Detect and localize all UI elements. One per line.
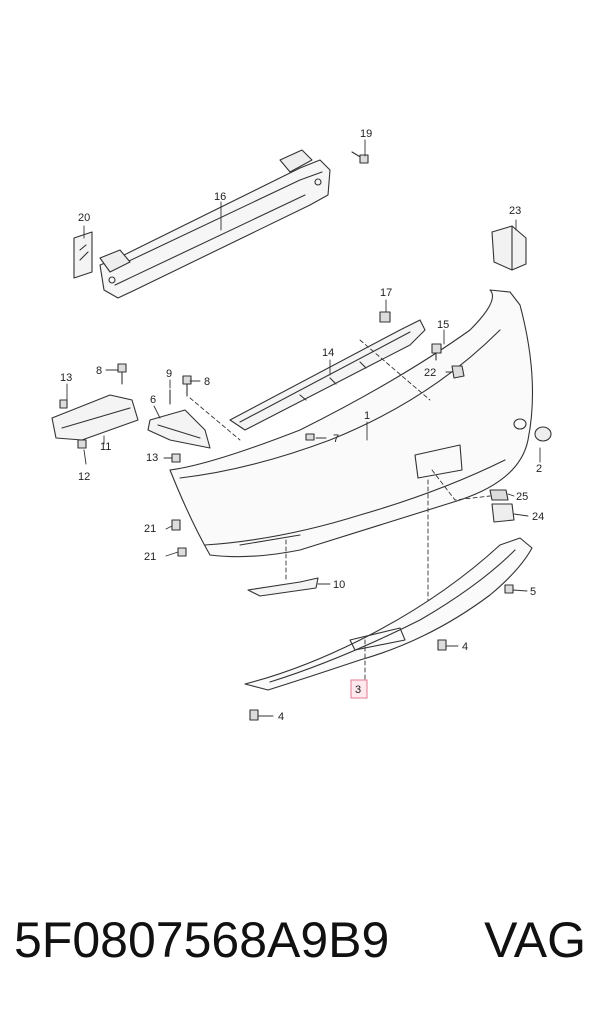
parts-diagram: 16 19 20 23 17 15 14 22 1 2 13 8 9 8 6 7…	[51, 128, 552, 723]
screw-8b-part	[182, 375, 192, 397]
cap-23-part	[491, 225, 527, 271]
clip-13-part	[59, 399, 68, 409]
callout-17: 17	[380, 287, 392, 299]
clip-25-part	[489, 489, 509, 501]
screw-8-part	[117, 363, 127, 385]
callout-22: 22	[424, 367, 436, 379]
callout-3: 3	[355, 684, 361, 696]
plug-2-part	[534, 426, 552, 442]
highlight-box-3	[350, 679, 368, 699]
callout-19: 19	[360, 128, 372, 140]
lower-spoiler-part	[244, 537, 533, 691]
callout-12: 12	[78, 471, 90, 483]
bracket-11-part	[51, 394, 139, 441]
callout-15: 14	[322, 347, 334, 359]
leader-lines	[189, 339, 491, 683]
callout-11: 11	[100, 441, 111, 453]
callout-8a: 8	[96, 365, 102, 377]
bolt-4b-part	[249, 709, 259, 721]
callout-9: 9	[166, 368, 172, 380]
reflector-strip-part	[247, 577, 319, 597]
clip-17-part	[379, 311, 391, 323]
callout-18: 16	[214, 191, 226, 203]
callout-25: 25	[516, 491, 528, 503]
bracket-24-part	[491, 503, 515, 523]
clip-14-part	[171, 453, 181, 463]
clip-22-part	[451, 365, 465, 379]
bracket-6-part	[147, 409, 211, 449]
callout-20: 20	[78, 212, 90, 224]
screw-21b-part	[177, 547, 187, 557]
callout-14: 13	[146, 452, 158, 464]
reinforcement-beam-part	[99, 149, 331, 299]
callout-4b: 4	[278, 711, 284, 723]
callout-16: 15	[437, 319, 449, 331]
bolt-5-part	[504, 584, 514, 594]
label-sticker-part	[73, 231, 93, 279]
callout-23: 23	[509, 205, 521, 217]
callout-21a: 21	[144, 523, 156, 535]
bolt-19-part	[351, 151, 369, 164]
callout-6: 6	[150, 394, 156, 406]
callout-13: 13	[60, 372, 72, 384]
clip-16-part	[431, 343, 442, 361]
footer-caption: 5F0807568A9B9 VAG	[0, 900, 600, 980]
callout-1: 1	[364, 410, 370, 422]
clip-7-part	[305, 433, 315, 441]
callout-8b: 8	[204, 376, 210, 388]
guide-bracket-part	[229, 319, 426, 431]
callout-21b: 21	[144, 551, 156, 563]
callout-5: 5	[530, 586, 536, 598]
callout-4a: 4	[462, 641, 468, 653]
brand-label: VAG	[484, 912, 586, 968]
callout-2: 2	[536, 463, 542, 475]
callout-10: 10	[333, 579, 345, 591]
bolt-4-part	[437, 639, 447, 651]
bumper-cover-part	[169, 289, 533, 558]
screw-21-part	[171, 519, 181, 531]
screw-12-part	[77, 439, 87, 449]
callout-24: 24	[532, 511, 544, 523]
callout-7: 7	[333, 433, 339, 445]
callout-lines	[66, 139, 541, 717]
part-number: 5F0807568A9B9	[14, 912, 390, 968]
